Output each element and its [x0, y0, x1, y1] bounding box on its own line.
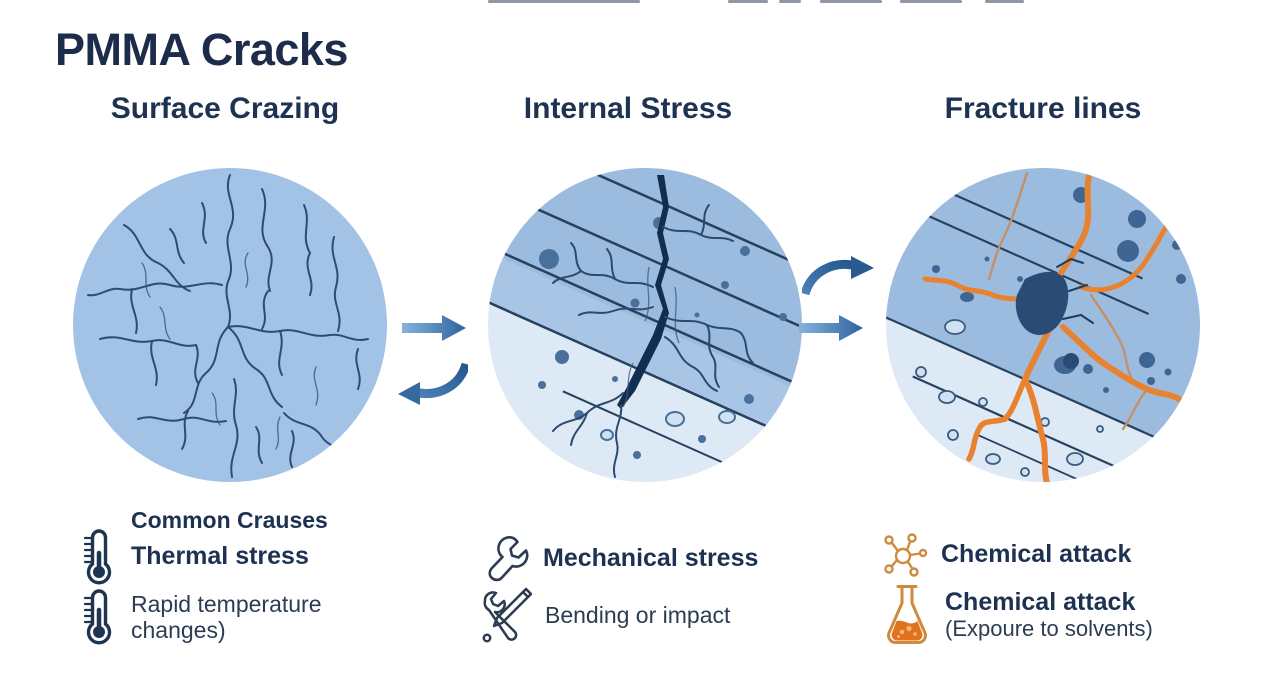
cause-mechanical-stress: Mechanical stress: [484, 534, 758, 584]
thermometer-icon: [83, 589, 112, 645]
top-crop-artifact: [488, 0, 640, 3]
cause-label: Chemical attack: [945, 588, 1136, 617]
internal-crack-circle: [488, 168, 802, 482]
arrow-right-icon: [402, 315, 466, 341]
stage-header-surface-crazing: Surface Crazing: [110, 92, 340, 125]
stage-header-internal-stress: Internal Stress: [523, 92, 733, 125]
thermometer-icon: [83, 529, 112, 585]
arrow-curved-right-icon: [802, 256, 874, 296]
wrench-icon: [488, 536, 529, 582]
stage-header-fracture-lines: Fracture lines: [944, 92, 1142, 125]
cause-label: Thermal stress: [131, 542, 309, 571]
cause-label: Bending or impact: [545, 601, 731, 628]
arrow-right-icon: [799, 315, 863, 341]
cause-label: Chemical attack: [941, 540, 1132, 569]
molecule-icon: [884, 533, 928, 577]
crossed-tools-icon: [482, 587, 532, 643]
page-title: PMMA Cracks: [55, 24, 348, 75]
crazing-web-circle: [73, 168, 387, 482]
top-crop-artifact: [985, 0, 1024, 3]
orange-fracture-circle: [886, 168, 1200, 482]
top-crop-artifact: [779, 0, 801, 3]
cause-chemical-attack: Chemical attack: [882, 532, 1131, 578]
cause-chemical-attack-solvents: Chemical attack (Expoure to solvents): [882, 581, 1153, 649]
cause-label: Rapid temperature changes): [131, 590, 322, 643]
flask-icon: [887, 585, 927, 644]
causes-heading: Common Crauses: [131, 507, 328, 533]
top-crop-artifact: [728, 0, 768, 3]
arrow-curved-left-icon: [398, 362, 468, 405]
cause-sublabel: (Expoure to solvents): [945, 615, 1153, 641]
cause-rapid-temperature: Rapid temperature changes): [82, 586, 339, 648]
top-crop-artifact: [900, 0, 962, 3]
top-crop-artifact: [820, 0, 882, 3]
cause-bending-impact: Bending or impact: [478, 585, 730, 645]
cause-label-group: Chemical attack (Expoure to solvents): [945, 589, 1153, 641]
cause-thermal-stress: Thermal stress: [82, 526, 309, 588]
cause-label: Mechanical stress: [543, 544, 759, 573]
